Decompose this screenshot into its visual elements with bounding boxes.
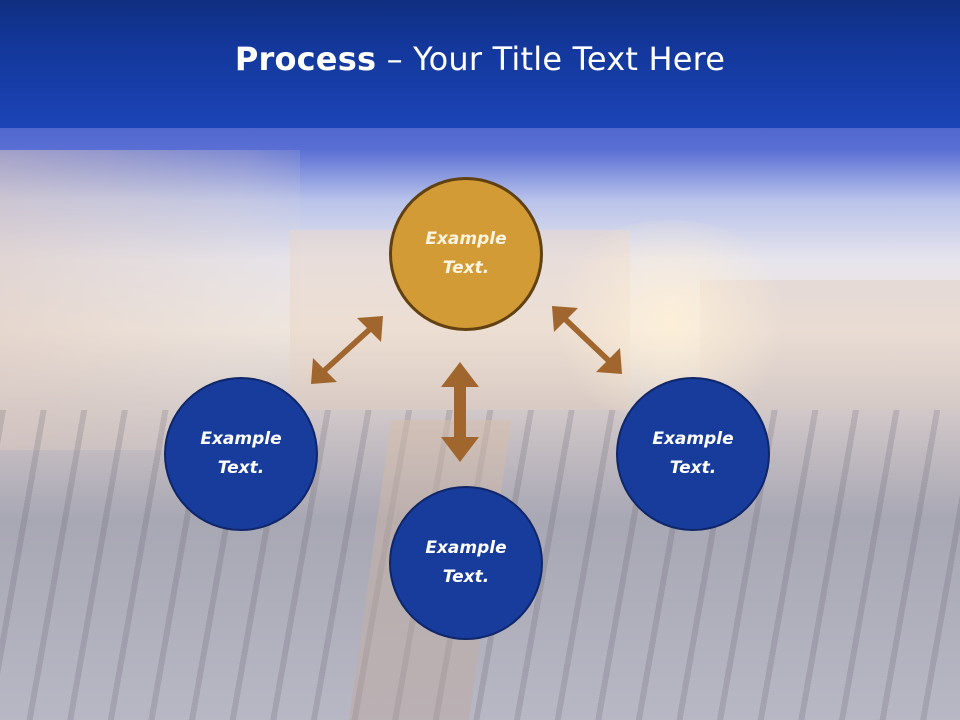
double-arrow-top-right-icon[interactable]	[548, 302, 626, 378]
node-label-line2: Text.	[442, 258, 490, 278]
node-label-line1: Example	[425, 538, 507, 558]
process-node-right[interactable]: Example Text.	[616, 377, 770, 531]
node-label-line2: Text.	[217, 458, 265, 478]
slide-title[interactable]: Process – Your Title Text Here	[235, 40, 725, 78]
background-right-building	[700, 280, 960, 410]
title-bar: Process – Your Title Text Here	[0, 0, 960, 128]
node-label-line2: Text.	[442, 567, 490, 587]
node-label-line1: Example	[200, 429, 282, 449]
node-label-line1: Example	[652, 429, 734, 449]
double-arrow-top-left-icon[interactable]	[305, 312, 389, 388]
title-bold: Process	[234, 40, 377, 78]
process-node-bottom[interactable]: Example Text.	[389, 486, 543, 640]
node-label-line2: Text.	[669, 458, 717, 478]
process-node-left[interactable]: Example Text.	[164, 377, 318, 531]
double-arrow-vertical-icon[interactable]	[438, 360, 482, 464]
node-label-line1: Example	[425, 229, 507, 249]
process-node-top[interactable]: Example Text.	[389, 177, 543, 331]
title-rest: – Your Title Text Here	[376, 40, 726, 78]
